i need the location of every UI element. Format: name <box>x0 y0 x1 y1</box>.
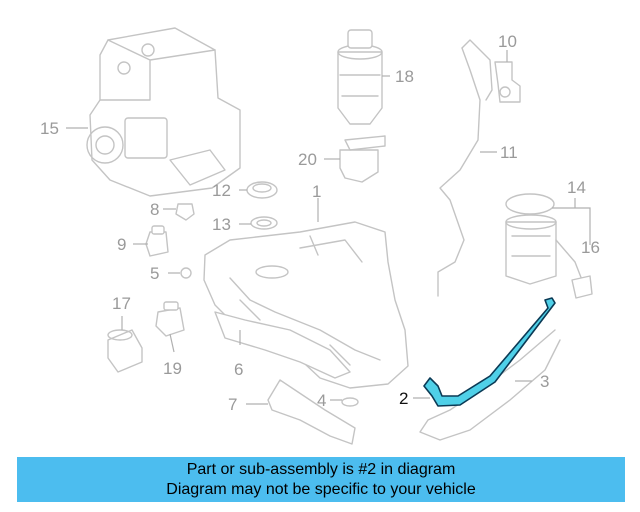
callout-1: 1 <box>312 182 321 201</box>
callout-5: 5 <box>150 264 159 283</box>
callout-14: 14 <box>567 178 586 197</box>
info-banner: Part or sub-assembly is #2 in diagram Di… <box>17 457 625 502</box>
callout-12: 12 <box>212 181 231 200</box>
callout-15: 15 <box>40 119 59 138</box>
fuel-pump-module-part[interactable] <box>505 193 557 285</box>
callout-4: 4 <box>317 391 326 410</box>
callout-10: 10 <box>498 32 517 51</box>
callout-8: 8 <box>150 200 159 219</box>
injection-pump-part[interactable] <box>86 27 241 197</box>
mounting-bracket-part[interactable] <box>267 379 356 445</box>
callout-9: 9 <box>117 235 126 254</box>
pump-element-part[interactable] <box>107 329 143 373</box>
callout-6: 6 <box>234 360 243 379</box>
banner-part-note: Part or sub-assembly is #2 in diagram <box>186 460 456 478</box>
leader-lines <box>66 50 591 405</box>
callout-18: 18 <box>395 67 414 86</box>
banner-disclaimer: Diagram may not be specific to your vehi… <box>166 480 476 498</box>
damper-part[interactable] <box>145 225 169 257</box>
bolt-part[interactable] <box>175 203 195 221</box>
callout-17: 17 <box>112 294 131 313</box>
seal-part[interactable] <box>250 216 278 230</box>
nut-part[interactable] <box>180 267 192 279</box>
callout-11: 11 <box>500 143 518 162</box>
lock-ring-part[interactable] <box>246 181 278 199</box>
parts-diagram: 1 2 3 4 5 6 7 8 9 10 11 12 13 14 15 16 1… <box>40 27 600 445</box>
sensor-part[interactable] <box>155 301 185 337</box>
heat-shield-part[interactable] <box>214 311 351 379</box>
fuel-tank-part[interactable] <box>203 221 409 389</box>
callout-7: 7 <box>228 395 237 414</box>
filter-bracket-part[interactable] <box>339 135 386 183</box>
fuel-filter-part[interactable] <box>337 29 383 125</box>
callout-16: 16 <box>581 238 600 257</box>
breather-line-part[interactable] <box>437 39 493 297</box>
callout-19: 19 <box>163 359 182 378</box>
grommet-part[interactable] <box>341 397 359 407</box>
callout-20: 20 <box>298 150 317 169</box>
callout-3: 3 <box>540 372 549 391</box>
tank-strap-part-highlighted[interactable] <box>423 297 556 407</box>
callout-2: 2 <box>399 389 408 408</box>
callout-labels: 1 2 3 4 5 6 7 8 9 10 11 12 13 14 15 16 1… <box>40 32 600 414</box>
sender-unit-part[interactable] <box>555 239 593 299</box>
valve-part[interactable] <box>494 61 521 103</box>
callout-13: 13 <box>212 215 231 234</box>
